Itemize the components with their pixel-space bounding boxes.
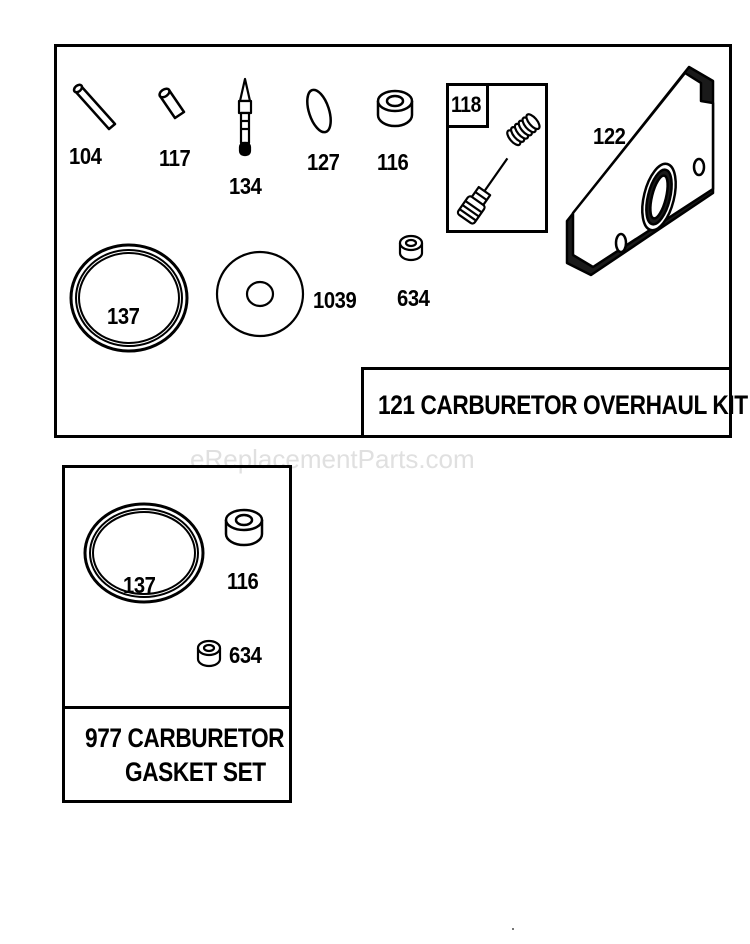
label-137: 137 (107, 303, 140, 329)
overhaul-kit-title: 121 CARBURETOR OVERHAUL KIT (378, 390, 748, 420)
part-117-sleeve (158, 87, 186, 120)
label-104: 104 (69, 143, 102, 169)
part-116-seat (376, 89, 414, 128)
watermark: eReplacementParts.com (190, 444, 475, 474)
part-122-bracket (565, 65, 715, 277)
gasket-part-137-ring (83, 502, 205, 604)
label-116: 116 (377, 149, 409, 175)
gasket-set-title-box: 977 CARBURETOR GASKET SET (65, 706, 289, 800)
part-1039-gasket-disc (215, 250, 305, 338)
gasket-set-panel: 137 116 634 977 CARBURETOR GASKET SET (62, 465, 292, 803)
overhaul-kit-title-box: 121 CARBURETOR OVERHAUL KIT (361, 367, 748, 438)
gasket-label-634: 634 (229, 642, 262, 668)
stray-dot (512, 928, 514, 930)
label-118: 118 (451, 92, 481, 117)
label-117: 117 (159, 145, 191, 171)
gasket-set-title-line2: GASKET SET (125, 757, 266, 787)
part-118-subkit-box: 118 (446, 83, 548, 233)
part-634-seat (398, 234, 424, 262)
label-634: 634 (397, 285, 430, 311)
part-118-spring-and-screw (456, 113, 541, 225)
part-104-pin (72, 83, 117, 131)
overhaul-kit-panel: 104 117 134 127 116 11 (54, 44, 748, 438)
label-127: 127 (307, 149, 340, 175)
gasket-part-634-seat (196, 639, 222, 668)
part-137-ring (69, 243, 189, 353)
part-134-needle (237, 77, 253, 157)
label-122: 122 (593, 123, 626, 149)
label-1039: 1039 (313, 287, 357, 313)
gasket-label-116: 116 (227, 568, 259, 594)
gasket-set-title-line1: 977 CARBURETOR (85, 723, 285, 753)
part-118-tag: 118 (449, 86, 489, 128)
label-134: 134 (229, 173, 262, 199)
gasket-label-137: 137 (123, 572, 156, 598)
gasket-part-116-seat (224, 508, 264, 547)
part-127-washer (306, 88, 332, 134)
